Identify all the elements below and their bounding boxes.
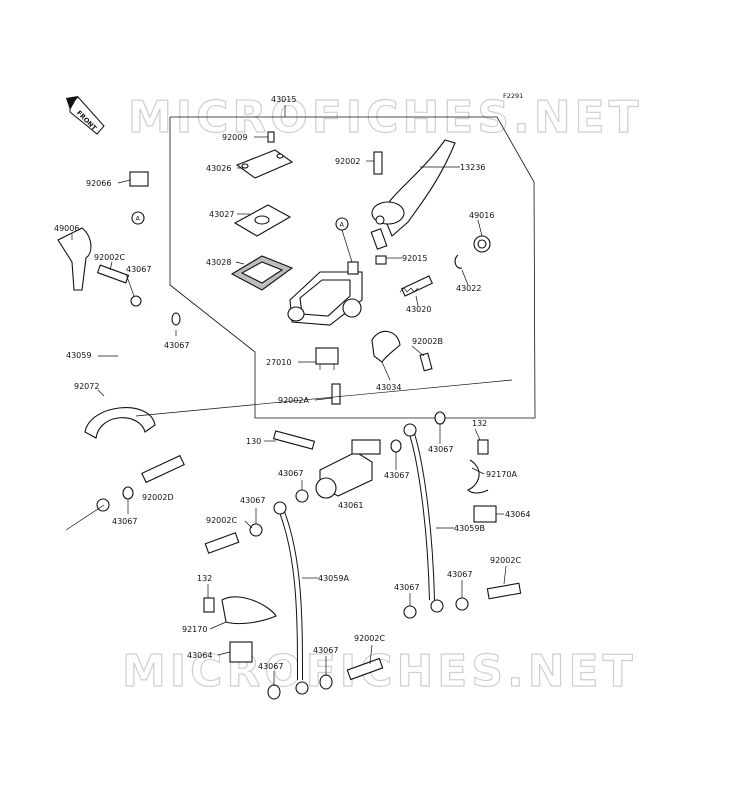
label-27010: 27010 <box>266 358 291 367</box>
label-92170A: 92170A <box>486 470 517 479</box>
washer-43067-b <box>171 312 181 326</box>
label-43059B: 43059B <box>454 524 485 533</box>
label-43064-a: 43064 <box>505 510 530 519</box>
label-92002: 92002 <box>335 157 360 166</box>
label-43067-c: 43067 <box>112 517 137 526</box>
boot-49016 <box>473 235 491 253</box>
label-92015: 92015 <box>402 254 427 263</box>
clip-92170A <box>467 459 489 494</box>
label-43067-e: 43067 <box>384 471 409 480</box>
diagram-code: F2291 <box>503 92 523 100</box>
bolt-92002C-d <box>346 657 384 681</box>
washer-43067-a <box>130 295 142 307</box>
label-43020: 43020 <box>406 305 431 314</box>
leader-lines <box>71 136 507 686</box>
joint-43061 <box>315 439 381 499</box>
brake-switch-27010 <box>315 347 339 370</box>
bolt-92002B <box>419 352 433 372</box>
label-92002C-b: 92002C <box>490 556 521 565</box>
master-cylinder <box>287 261 363 326</box>
callout-a-circle-left <box>131 211 145 225</box>
watermark-top: MICROFICHES.NET <box>128 92 643 143</box>
label-43022: 43022 <box>456 284 481 293</box>
pivot-bolt-92002 <box>373 151 383 175</box>
bolt-92002D <box>141 454 185 484</box>
diaphragm <box>230 255 294 291</box>
washer-43067-d <box>295 489 309 503</box>
label-43067-a: 43067 <box>126 265 151 274</box>
label-43067-j: 43067 <box>258 662 283 671</box>
label-92072: 92072 <box>74 382 99 391</box>
watermark-bottom: MICROFICHES.NET <box>122 646 637 697</box>
label-43059A: 43059A <box>318 574 349 583</box>
washer-43067-k <box>319 674 333 690</box>
label-43067-g: 43067 <box>394 583 419 592</box>
cap-92066 <box>129 171 149 187</box>
label-43064-b: 43064 <box>187 651 212 660</box>
washer-43067-f <box>434 411 446 425</box>
clamp-92072 <box>84 407 156 439</box>
label-92009: 92009 <box>222 133 247 142</box>
label-92066: 92066 <box>86 179 111 188</box>
screw-92002A <box>331 383 341 405</box>
banjo-bolt-92002C-a <box>96 264 130 284</box>
label-43067-k: 43067 <box>313 646 338 655</box>
clip-43022 <box>454 254 463 269</box>
label-43067-f: 43067 <box>428 445 453 454</box>
assembly-outline <box>169 116 536 419</box>
bolt-130 <box>272 430 316 450</box>
label-130: 130 <box>246 437 261 446</box>
grommet-43064-b <box>229 641 253 663</box>
front-arrow-icon: FRONT <box>66 96 105 135</box>
cap-plate <box>233 204 292 237</box>
label-92002C-c: 92002C <box>206 516 237 525</box>
boot-49006 <box>57 227 92 291</box>
hose-43059B <box>403 423 444 613</box>
label-92002B: 92002B <box>412 337 443 346</box>
bolt-132-b <box>203 597 215 613</box>
washer-43067-c <box>122 486 134 500</box>
washer-43067-h <box>455 597 469 611</box>
label-43034: 43034 <box>376 383 401 392</box>
label-49006: 49006 <box>54 224 79 233</box>
washer-43067-j <box>267 684 281 700</box>
label-132-a: 132 <box>472 419 487 428</box>
bolt-132-a <box>477 439 489 455</box>
washer-43067-i <box>249 523 263 537</box>
screw-92009 <box>267 131 275 143</box>
label-132-b: 132 <box>197 574 212 583</box>
callout-a-left: A <box>136 215 141 223</box>
label-43015: 43015 <box>271 95 296 104</box>
label-43059: 43059 <box>66 351 91 360</box>
washer-43067-g <box>403 605 417 619</box>
grommet-43064-a <box>473 505 497 523</box>
label-92002A: 92002A <box>278 396 309 405</box>
nut-92015 <box>375 255 387 265</box>
label-43067-b: 43067 <box>164 341 189 350</box>
piston-43020 <box>399 275 434 297</box>
hose-43059A <box>273 501 309 695</box>
clip-92170 <box>221 596 277 625</box>
label-92170: 92170 <box>182 625 207 634</box>
label-92002C-a: 92002C <box>94 253 125 262</box>
label-92002D: 92002D <box>142 493 174 502</box>
washer-43067-e <box>390 439 402 453</box>
label-43067-d: 43067 <box>278 469 303 478</box>
label-49016: 49016 <box>469 211 494 220</box>
reservoir-cap <box>235 149 294 179</box>
bolt-92002C-c <box>204 532 240 554</box>
label-43028: 43028 <box>206 258 231 267</box>
label-43026: 43026 <box>206 164 231 173</box>
holder-43034 <box>371 330 401 363</box>
label-43061: 43061 <box>338 501 363 510</box>
brake-lever <box>370 139 456 250</box>
label-43067-i: 43067 <box>240 496 265 505</box>
label-43067-h: 43067 <box>447 570 472 579</box>
label-13236: 13236 <box>460 163 485 172</box>
bolt-92002C-b <box>486 582 522 600</box>
label-43027: 43027 <box>209 210 234 219</box>
callout-a-top: A <box>340 221 345 229</box>
label-92002C-d: 92002C <box>354 634 385 643</box>
